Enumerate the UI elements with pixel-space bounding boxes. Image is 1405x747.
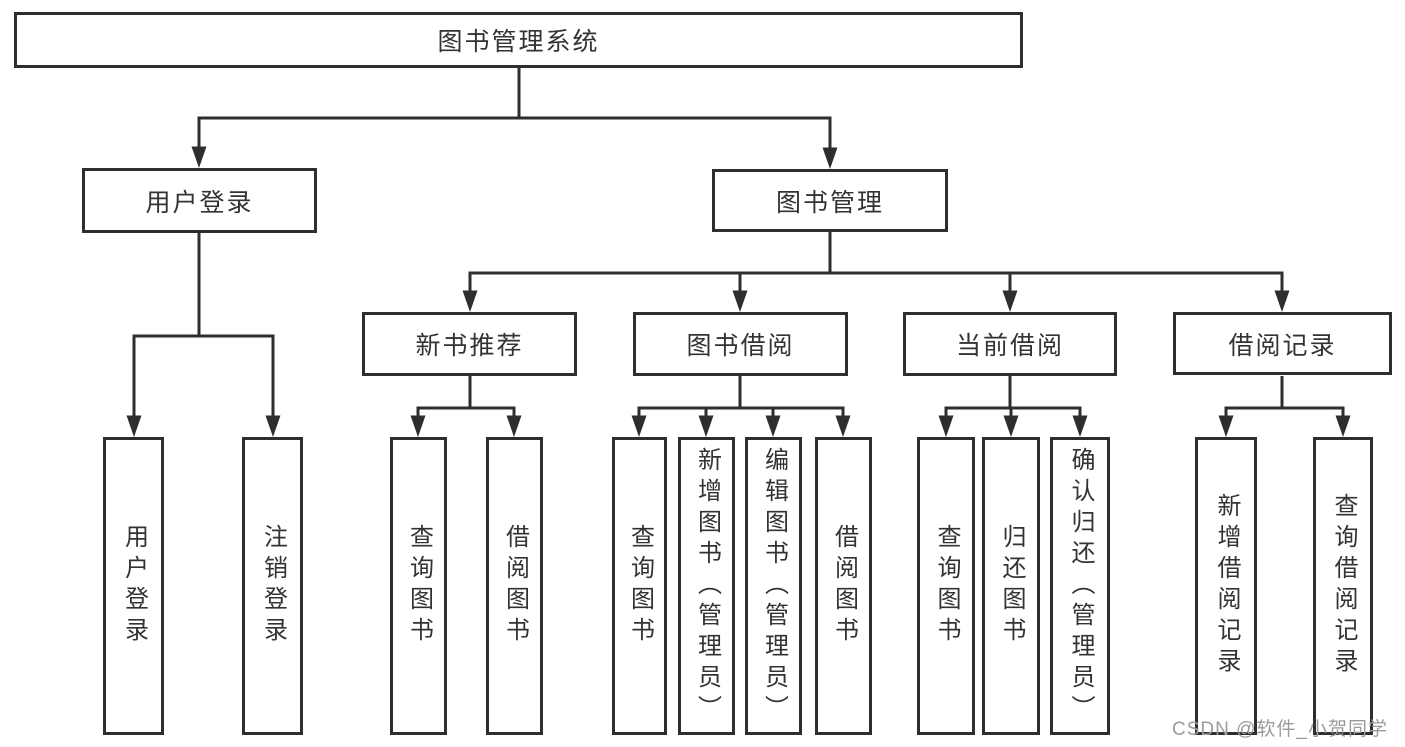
node-leaf-query-borrow-record: 查询借阅记录 (1313, 437, 1373, 735)
node-label: 新增图书（管理员） (693, 446, 721, 726)
node-label: 确认归还（管理员） (1067, 446, 1094, 726)
node-label: 查询图书 (626, 524, 654, 648)
node-leaf-borrow-books: 借阅图书 (815, 437, 872, 735)
node-label: 编辑图书（管理员） (760, 446, 788, 726)
node-leaf-query-books-borrow: 查询图书 (612, 437, 667, 735)
csdn-watermark: CSDN @软件_小贺同学 (1172, 719, 1388, 740)
node-leaf-confirm-return-admin: 确认归还（管理员） (1050, 437, 1110, 735)
node-current-borrow: 当前借阅 (903, 312, 1117, 376)
node-book-management: 图书管理 (712, 169, 948, 232)
node-borrow-record: 借阅记录 (1173, 312, 1392, 375)
node-root: 图书管理系统 (14, 12, 1023, 68)
node-leaf-query-books-recommend: 查询图书 (390, 437, 447, 735)
node-label: 用户登录 (145, 188, 254, 217)
node-leaf-edit-books-admin: 编辑图书（管理员） (745, 437, 802, 735)
node-leaf-logout: 注销登录 (242, 437, 303, 735)
node-label: 图书借阅 (686, 332, 795, 360)
node-label: 查询借阅记录 (1330, 493, 1357, 679)
node-leaf-add-borrow-record: 新增借阅记录 (1195, 437, 1257, 735)
node-label: 查询图书 (405, 524, 433, 648)
node-leaf-return-books: 归还图书 (982, 437, 1040, 735)
node-label: 注销登录 (259, 524, 287, 648)
node-label: 新书推荐 (415, 332, 524, 360)
node-label: 图书管理 (775, 188, 884, 217)
node-label: 用户登录 (120, 524, 148, 648)
node-label: 归还图书 (998, 524, 1025, 648)
node-user-login: 用户登录 (82, 168, 317, 233)
node-label: 新增借阅记录 (1213, 493, 1240, 679)
node-label: 借阅图书 (830, 524, 858, 648)
node-label: 当前借阅 (955, 332, 1064, 360)
node-leaf-user-login: 用户登录 (103, 437, 164, 735)
node-leaf-add-books-admin: 新增图书（管理员） (678, 437, 735, 735)
node-label: 借阅记录 (1228, 331, 1337, 360)
node-label: 借阅图书 (501, 524, 529, 648)
node-book-borrow: 图书借阅 (633, 312, 848, 376)
node-label: 图书管理系统 (437, 28, 600, 56)
node-leaf-borrow-books-recommend: 借阅图书 (486, 437, 543, 735)
node-leaf-query-books-current: 查询图书 (917, 437, 975, 735)
node-new-book-recommend: 新书推荐 (362, 312, 577, 376)
node-label: 查询图书 (933, 524, 960, 648)
